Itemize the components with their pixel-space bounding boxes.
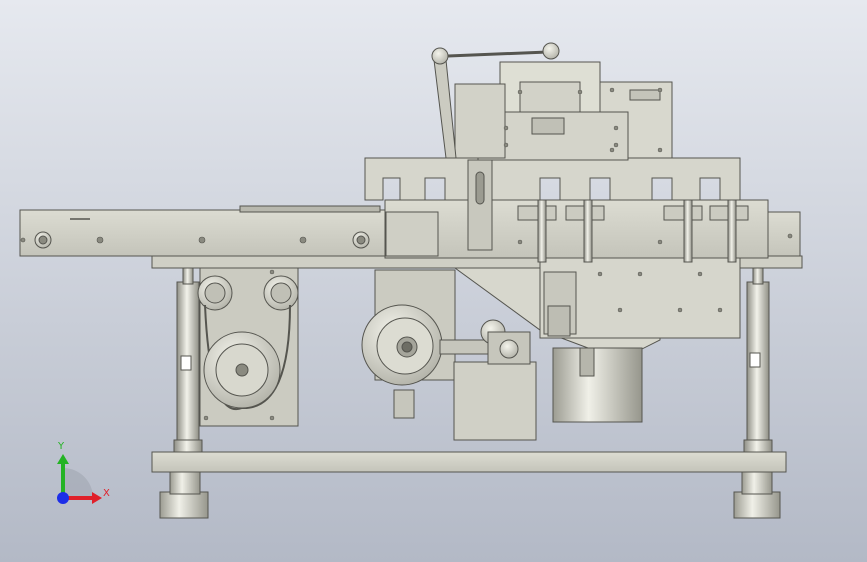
y-axis-label: Y bbox=[58, 441, 65, 452]
base-frame bbox=[151, 451, 787, 519]
x-axis-label: X bbox=[103, 488, 110, 499]
x-axis-arrowhead bbox=[92, 492, 102, 504]
gantry-sensor bbox=[629, 89, 661, 101]
control-block bbox=[539, 257, 741, 339]
y-axis-arrowhead bbox=[57, 454, 69, 464]
motor-box bbox=[453, 331, 537, 441]
conveyor-beam bbox=[19, 209, 386, 257]
top-gantry bbox=[431, 42, 673, 161]
crank-arm bbox=[439, 339, 491, 355]
conveyor-lower-rail bbox=[239, 205, 381, 213]
swing-arm bbox=[433, 59, 457, 159]
left-foot-stem bbox=[169, 471, 201, 495]
left-foot-pad bbox=[159, 491, 209, 519]
triad-rotation-arc bbox=[63, 468, 93, 498]
bucket-valve bbox=[579, 347, 595, 377]
tie-rod bbox=[447, 50, 549, 58]
motor-body bbox=[453, 361, 537, 441]
left-column-label bbox=[180, 355, 192, 371]
base-plate bbox=[151, 451, 787, 473]
conveyor-bolts bbox=[20, 233, 793, 244]
cam-foot bbox=[393, 389, 415, 419]
collection-bucket bbox=[552, 347, 643, 423]
slotted-top-plate bbox=[364, 157, 741, 201]
cam-assembly bbox=[361, 269, 506, 419]
guide-block-left bbox=[385, 211, 439, 257]
z-axis-dot bbox=[57, 492, 69, 504]
arm-pivot-right bbox=[542, 42, 560, 60]
right-column-collar bbox=[743, 439, 773, 453]
right-column-label bbox=[749, 352, 761, 368]
conveyor-roller-left-hub bbox=[38, 235, 48, 245]
left-column-collar bbox=[173, 439, 203, 453]
arm-pivot-left bbox=[431, 47, 449, 65]
gantry-carriage bbox=[519, 81, 581, 115]
drive-pulley-housing bbox=[197, 267, 299, 427]
axis-triad bbox=[57, 454, 102, 504]
guide-pins bbox=[517, 199, 749, 263]
conveyor-roller-right-hub bbox=[356, 235, 366, 245]
right-foot-stem bbox=[741, 471, 773, 495]
right-foot-pad bbox=[733, 491, 781, 519]
gantry-left-post bbox=[454, 83, 506, 159]
plate-bolts bbox=[203, 87, 723, 421]
